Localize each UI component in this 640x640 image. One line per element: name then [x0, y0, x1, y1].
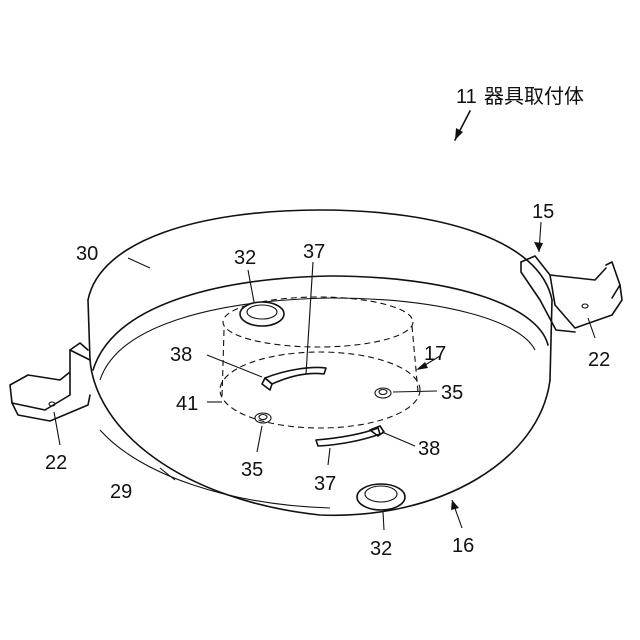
label-35-left: 35	[241, 459, 263, 481]
label-17: 17	[424, 343, 446, 365]
label-30: 30	[76, 243, 98, 265]
title-text: 器具取付体	[484, 85, 584, 108]
housing-left-wall	[88, 300, 90, 360]
housing-right-wall	[550, 300, 552, 380]
label-29: 29	[110, 481, 132, 503]
label-41: 41	[176, 393, 198, 415]
bracket-left	[10, 343, 90, 421]
hole-35-right	[375, 388, 391, 398]
label-22-left: 22	[45, 452, 67, 474]
title-arrow	[455, 111, 470, 140]
slot-upper	[262, 367, 326, 390]
title-number: 11	[456, 86, 477, 108]
label-16: 16	[452, 535, 474, 557]
label-22-right: 22	[588, 349, 610, 371]
slot-lower	[316, 426, 384, 446]
label-15: 15	[532, 201, 554, 223]
label-35-right: 35	[441, 382, 463, 404]
label-32-top: 32	[234, 247, 256, 269]
label-37-top: 37	[303, 241, 325, 263]
label-32-bottom: 32	[370, 538, 392, 560]
bracket-right	[521, 256, 622, 332]
housing-inner-rim	[93, 276, 548, 370]
label-38-bottom: 38	[418, 438, 440, 460]
label-38-top: 38	[170, 344, 192, 366]
label-37-bottom: 37	[314, 473, 336, 495]
screw-head-top	[240, 302, 284, 326]
screw-head-bottom	[357, 484, 405, 510]
